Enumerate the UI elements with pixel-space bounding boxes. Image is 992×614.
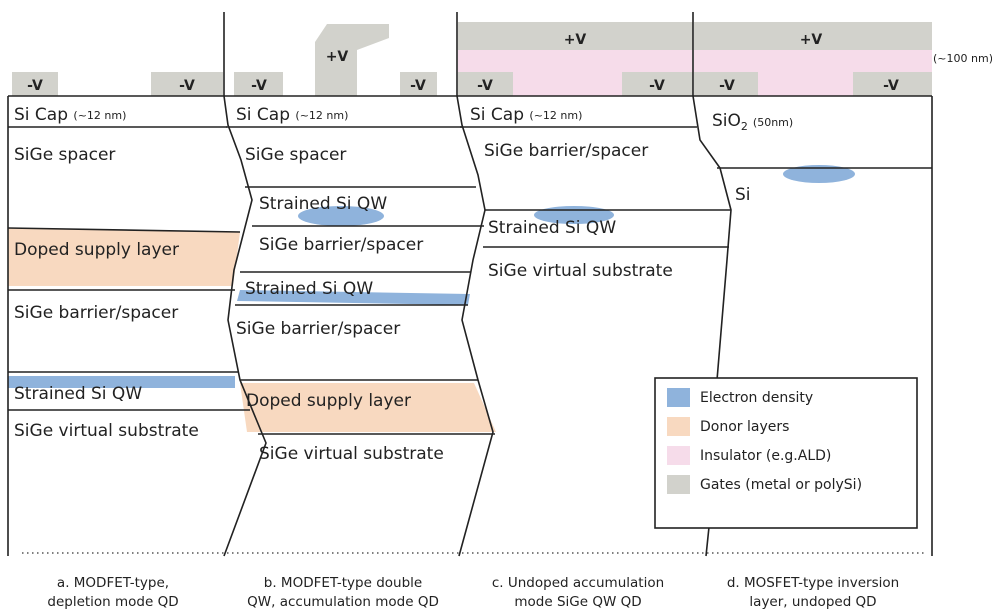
gate-b-left [234, 72, 283, 96]
b-qw1-label: Strained Si QW [259, 194, 387, 214]
legend-swatch-gates [667, 475, 690, 494]
gate-d-right [853, 72, 932, 96]
a-barrier-label: SiGe barrier/spacer [14, 303, 178, 323]
a-supply-label: Doped supply layer [14, 240, 179, 260]
structure-lines [7, 12, 933, 557]
gate-d-left [694, 72, 758, 96]
caption-b-line2: QW, accumulation mode QD [247, 594, 439, 610]
gate-label-b-top: +V [326, 49, 349, 65]
gate-b-right [400, 72, 437, 96]
d-oxide-label: SiO2(50nm) [712, 111, 793, 133]
b-substrate-label: SiGe virtual substrate [259, 444, 444, 464]
legend-swatch-donor [667, 417, 690, 436]
caption-d-line1: d. MOSFET-type inversion [727, 575, 899, 591]
legend-swatch-insulator [667, 446, 690, 465]
gate-label-d-right: -V [883, 78, 899, 94]
gate-label-a-left: -V [27, 78, 43, 94]
gate-b-top [315, 24, 389, 96]
gate-a-left [12, 72, 58, 96]
b-spacer-label: SiGe spacer [245, 145, 346, 165]
gate-label-d-top: +V [800, 32, 823, 48]
legend: Electron density Donor layers Insulator … [654, 377, 918, 529]
d-si-label: Si [735, 185, 751, 205]
legend-swatch-electron [667, 388, 690, 407]
legend-label-electron: Electron density [700, 390, 813, 406]
gate-label-c-left: -V [477, 78, 493, 94]
legend-label-gates: Gates (metal or polySi) [700, 477, 862, 493]
donor-layer-b [240, 383, 496, 432]
legend-label-insulator: Insulator (e.g.ALD) [700, 448, 831, 464]
gate-label-c-top: +V [564, 32, 587, 48]
b-barrier2-label: SiGe barrier/spacer [236, 319, 400, 339]
caption-c-line1: c. Undoped accumulation [492, 575, 664, 591]
electron-density-b-qw1 [298, 206, 384, 226]
c-barrier-label: SiGe barrier/spacer [484, 141, 648, 161]
insulator-thickness-label: (~100 nm) [933, 52, 992, 65]
c-si-cap-label: Si Cap (~12 nm) [470, 105, 582, 125]
a-qw-label: Strained Si QW [14, 384, 142, 404]
gate-c-top [458, 22, 693, 50]
c-qw-label: Strained Si QW [488, 218, 616, 238]
gate-label-d-left: -V [719, 78, 735, 94]
a-substrate-label: SiGe virtual substrate [14, 421, 199, 441]
caption-a-line1: a. MODFET-type, [57, 575, 169, 591]
donor-layer-a [8, 228, 240, 286]
legend-label-donor: Donor layers [700, 419, 789, 435]
c-substrate-label: SiGe virtual substrate [488, 261, 673, 281]
caption-a-line2: depletion mode QD [47, 594, 178, 610]
gate-label-c-right: -V [649, 78, 665, 94]
b-barrier1-label: SiGe barrier/spacer [259, 235, 423, 255]
a-si-cap-label: Si Cap (~12 nm) [14, 105, 126, 125]
electron-density-a [8, 376, 235, 388]
electron-density-b-qw2 [237, 290, 470, 305]
a-spacer-label: SiGe spacer [14, 145, 115, 165]
gate-d-top [694, 22, 932, 50]
caption-b-line1: b. MODFET-type double [264, 575, 422, 591]
b-supply-label: Doped supply layer [246, 391, 411, 411]
gate-c-right [622, 72, 693, 96]
b-si-cap-label: Si Cap (~12 nm) [236, 105, 348, 125]
electron-density-d [783, 165, 855, 183]
b-qw2-label: Strained Si QW [245, 279, 373, 299]
gate-label-b-left: -V [251, 78, 267, 94]
gate-a-right [151, 72, 223, 96]
caption-c-line2: mode SiGe QW QD [514, 594, 641, 610]
gate-label-a-right: -V [179, 78, 195, 94]
caption-d-line2: layer, undoped QD [749, 594, 876, 610]
gate-c-left [458, 72, 513, 96]
gate-label-b-right: -V [410, 78, 426, 94]
